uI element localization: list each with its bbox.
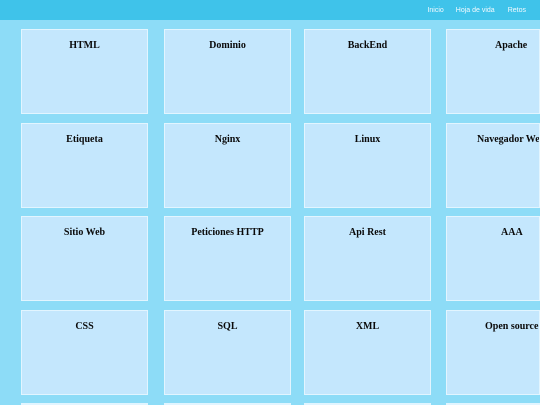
topic-card-etiqueta[interactable]: Etiqueta: [21, 123, 148, 208]
topic-card-open-source[interactable]: Open source: [446, 310, 540, 395]
topic-card-title: XML: [355, 321, 380, 332]
topic-card-sitio-web[interactable]: Sitio Web: [21, 216, 148, 301]
topic-card-title: AAA: [501, 227, 523, 238]
topic-card-peticiones-http[interactable]: Peticiones HTTP: [164, 216, 291, 301]
topic-card-title: BackEnd: [347, 40, 388, 51]
topic-card-title: HTML: [69, 40, 100, 51]
topic-card-title: Sitio Web: [63, 227, 106, 238]
topic-card-title: SQL: [217, 321, 238, 332]
topic-card-title: Api Rest: [349, 227, 386, 238]
topic-card-title: Nginx: [214, 134, 241, 145]
topic-card-apache[interactable]: Apache: [446, 29, 540, 114]
topic-card-nginx[interactable]: Nginx: [164, 123, 291, 208]
topic-card-title: Apache: [495, 40, 528, 51]
topic-card-title: Open source: [485, 321, 539, 332]
topic-card-backend[interactable]: BackEnd: [304, 29, 431, 114]
topic-card-html[interactable]: HTML: [21, 29, 148, 114]
topic-card-dominio[interactable]: Dominio: [164, 29, 291, 114]
top-navbar: Inicio Hoja de vida Retos: [0, 0, 540, 20]
topic-card-css[interactable]: CSS: [21, 310, 148, 395]
topic-card-title: Peticiones HTTP: [191, 227, 264, 238]
main-nav: Inicio Hoja de vida Retos: [427, 0, 540, 20]
nav-link-hoja-de-vida[interactable]: Hoja de vida: [455, 6, 495, 14]
topics-grid: HTML Dominio BackEnd Apache Etiqueta Ngi…: [0, 20, 540, 405]
topic-card-title: Dominio: [209, 40, 246, 51]
topic-card-api-rest[interactable]: Api Rest: [304, 216, 431, 301]
nav-link-inicio[interactable]: Inicio: [427, 6, 444, 14]
nav-link-retos[interactable]: Retos: [507, 6, 526, 14]
topic-card-title: CSS: [75, 321, 94, 332]
topic-card-aaa[interactable]: AAA: [446, 216, 540, 301]
topic-card-title: Etiqueta: [66, 134, 103, 145]
topic-card-title: Linux: [354, 134, 381, 145]
topic-card-navegador-web[interactable]: Navegador Web: [446, 123, 540, 208]
topic-card-sql[interactable]: SQL: [164, 310, 291, 395]
topic-card-linux[interactable]: Linux: [304, 123, 431, 208]
topic-card-xml[interactable]: XML: [304, 310, 431, 395]
topic-card-title: Navegador Web: [477, 134, 540, 145]
